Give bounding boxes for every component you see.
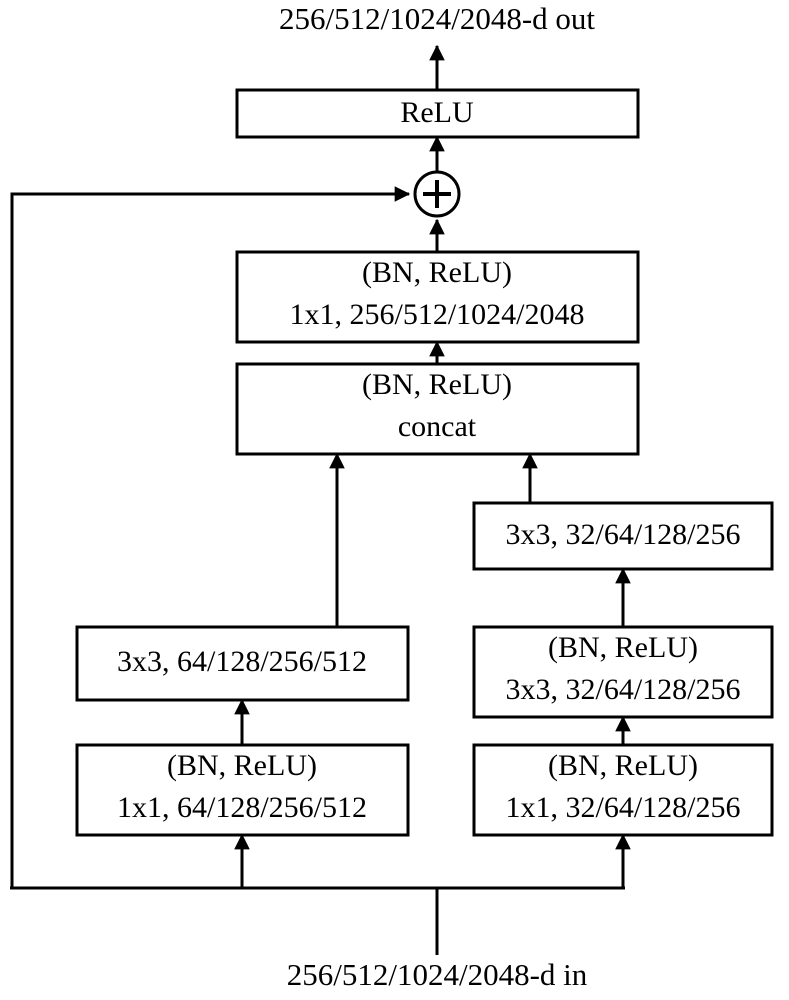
node-left-bnrelu-1x1[interactable]: (BN, ReLU) 1x1, 64/128/256/512 xyxy=(75,743,410,837)
node-right-bnrelu-1x1-rect xyxy=(472,743,774,837)
node-concat-rect xyxy=(235,362,640,456)
node-right-bnrelu-1x1[interactable]: (BN, ReLU) 1x1, 32/64/128/256 xyxy=(472,743,774,837)
node-right-bnrelu-3x3-line2: 3x3, 32/64/128/256 xyxy=(505,673,740,706)
node-right-bnrelu-1x1-line2: 1x1, 32/64/128/256 xyxy=(505,791,740,824)
node-left-bnrelu-1x1-line1: (BN, ReLU) xyxy=(167,749,317,782)
output-label: 256/512/1024/2048-d out xyxy=(279,1,595,36)
node-right-conv3x3-top-label: 3x3, 32/64/128/256 xyxy=(505,518,740,551)
node-concat-line2: concat xyxy=(398,410,477,443)
node-concat-line1: (BN, ReLU) xyxy=(362,368,512,401)
node-concat[interactable]: (BN, ReLU) concat xyxy=(235,362,640,456)
input-label: 256/512/1024/2048-d in xyxy=(287,957,588,992)
node-proj-1x1-line1: (BN, ReLU) xyxy=(362,256,512,289)
node-right-bnrelu-3x3[interactable]: (BN, ReLU) 3x3, 32/64/128/256 xyxy=(472,625,774,719)
node-right-bnrelu-1x1-line1: (BN, ReLU) xyxy=(548,749,698,782)
node-relu-out-label: ReLU xyxy=(400,96,474,129)
node-proj-1x1-line2: 1x1, 256/512/1024/2048 xyxy=(289,298,584,331)
node-right-conv3x3-top-rect xyxy=(472,501,774,571)
node-left-conv3x3-rect xyxy=(75,625,410,702)
add-node[interactable] xyxy=(413,170,461,218)
node-right-bnrelu-3x3-line1: (BN, ReLU) xyxy=(548,631,698,664)
node-left-conv3x3[interactable]: 3x3, 64/128/256/512 xyxy=(75,625,410,702)
node-relu-out[interactable]: ReLU xyxy=(235,88,640,139)
node-right-conv3x3-top[interactable]: 3x3, 32/64/128/256 xyxy=(472,501,774,571)
node-left-bnrelu-1x1-line2: 1x1, 64/128/256/512 xyxy=(117,791,367,824)
node-left-conv3x3-label: 3x3, 64/128/256/512 xyxy=(117,645,367,678)
node-proj-1x1[interactable]: (BN, ReLU) 1x1, 256/512/1024/2048 xyxy=(235,250,640,344)
